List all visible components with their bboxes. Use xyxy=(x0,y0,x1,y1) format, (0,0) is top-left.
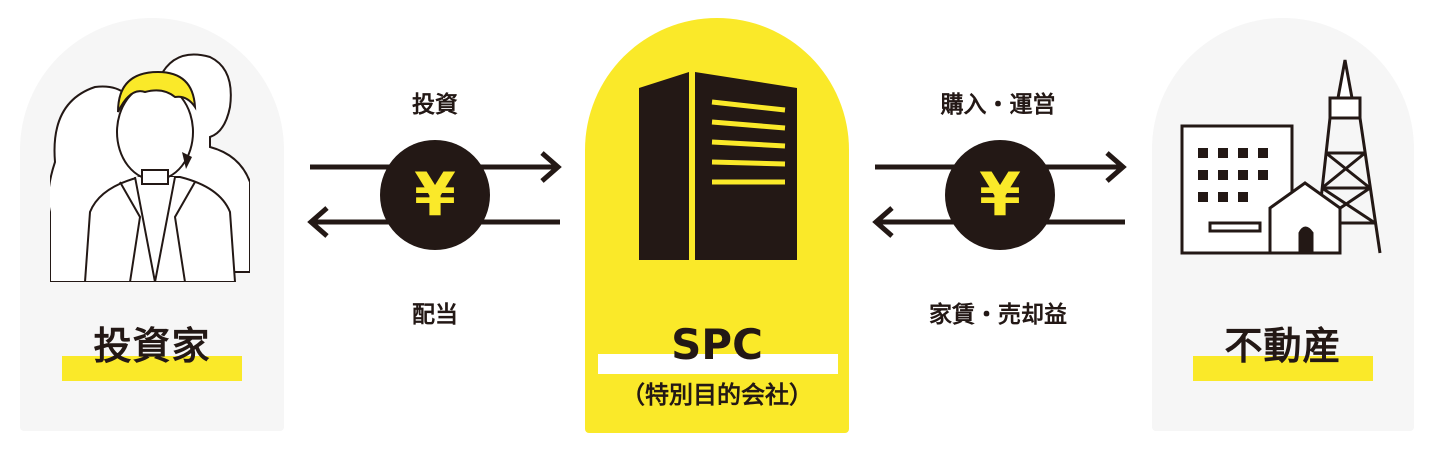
realestate-label: 不動産 xyxy=(1224,324,1342,368)
spc-title: SPC xyxy=(671,320,763,369)
dividend-label: 配当 xyxy=(412,302,458,328)
investors-icon xyxy=(50,53,250,282)
spc-subtitle: （特別目的会社） xyxy=(621,381,813,409)
spc-highlight xyxy=(598,354,838,374)
invest-label: 投資 xyxy=(412,92,458,118)
realestate-highlight xyxy=(1193,356,1373,381)
purchase-label: 購入・運営 xyxy=(940,92,1056,118)
real-estate-icon xyxy=(1180,59,1382,255)
yen-coin-right-icon: ¥ xyxy=(945,140,1055,250)
yen-coin-left-icon: ¥ xyxy=(380,140,490,250)
rent-label: 家賃・売却益 xyxy=(929,302,1067,328)
office-building-icon xyxy=(639,72,797,260)
investor-highlight xyxy=(62,356,242,381)
investor-label: 投資家 xyxy=(93,324,211,368)
